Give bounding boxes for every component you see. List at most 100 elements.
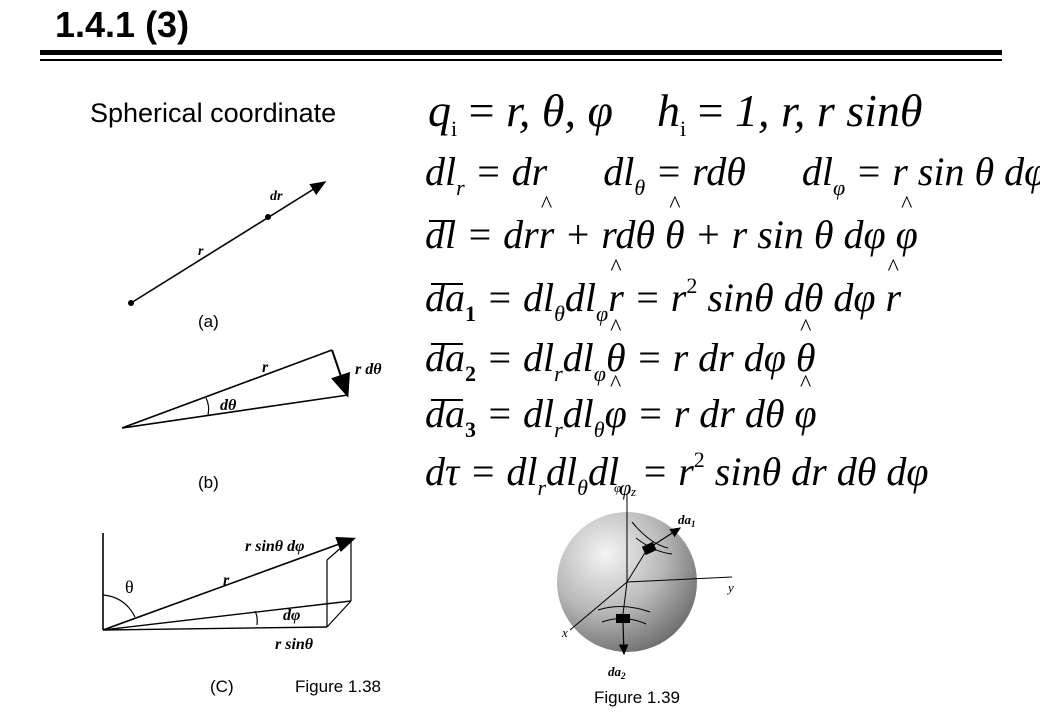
eq-dtau-sup: 2	[693, 447, 705, 472]
eq-dtau-p4: = r	[631, 449, 694, 494]
fig-c-dphi-label: dφ	[283, 607, 300, 624]
eq-da2-p2: dl	[562, 335, 594, 380]
sphere-da2-label: da2	[608, 664, 626, 681]
sphere-y-label: y	[726, 580, 734, 595]
sphere-da1-label: da1	[678, 512, 696, 529]
eq-h-values: 1, r, r sinθ	[735, 85, 923, 136]
sphere-y-axis	[626, 576, 733, 583]
figure-139-caption: Figure 1.39	[594, 688, 680, 707]
eq-da3-p2: dl	[562, 391, 594, 436]
title-rule-thin	[40, 59, 1002, 61]
eq-dlr: dl	[425, 149, 457, 194]
eq-dlp-rhs: = r sin θ dφ	[845, 149, 1040, 194]
eq-dlp: dl	[801, 149, 834, 194]
eq-dlvec-lhs: dl	[425, 212, 457, 257]
fig-a-r-label: r	[198, 244, 204, 259]
title-rule-thick	[40, 50, 1002, 55]
equation-da2: da2 = dlrdlφθ = r dr dφ θ	[425, 316, 816, 386]
fig-b-rdtheta-label: r dθ	[355, 361, 382, 378]
sphere-x-axis	[569, 581, 628, 631]
figure-a-diagram: dr r	[128, 181, 327, 306]
fig-c-r-label: r	[223, 572, 230, 589]
eq-dlt-sub: θ	[634, 175, 646, 200]
fig-c-r-vector	[102, 536, 357, 631]
eq-da1-rhat: r	[608, 256, 624, 318]
eq-da2-s1: r	[554, 361, 563, 386]
sphere-patch-da2	[616, 614, 630, 623]
eq-da2-sub: 2	[465, 361, 476, 386]
eq-q: q	[428, 85, 451, 136]
eq-dtau-p2: dl	[546, 449, 578, 494]
eq-da3-p1: = dl	[476, 391, 555, 436]
eq-da2-s2: φ	[593, 361, 606, 386]
eq-h: h	[656, 85, 680, 136]
eq-da1-rhat2: r	[885, 256, 901, 318]
equation-da3: da3 = dlrdlθφ = r dr dθ φ	[425, 372, 817, 442]
fig-b-r-label: r	[262, 359, 269, 376]
sphere-phi-label: φ	[614, 482, 621, 495]
figure-c-caption: (C)	[210, 677, 234, 696]
fig-c-theta-label: θ	[125, 577, 134, 597]
slide-title: 1.4.1 (3)	[55, 4, 190, 45]
fig-a-mid-point	[265, 214, 271, 220]
eq-dlt: dl	[603, 149, 635, 194]
sphere-da1-arrow	[648, 527, 682, 549]
eq-da1-p1: = dl	[476, 275, 555, 320]
section-subtitle: Spherical coordinate	[90, 98, 337, 128]
eq-dlr-rhs: = dr	[464, 149, 548, 194]
eq-h-sub: i	[679, 116, 687, 141]
fig-b-upper-line	[121, 349, 333, 429]
fig-a-vector-line	[130, 181, 327, 304]
equation-dtau: dτ = dlrdlθdlφ = r2 sinθ dr dθ dφ	[425, 449, 928, 499]
fig-c-base-line	[102, 626, 328, 631]
fig-b-angle-arc	[205, 397, 210, 416]
eq-da1-sub: 1	[465, 301, 476, 326]
fig-c-phi-arc	[254, 610, 258, 626]
eq-dtau-s1: r	[537, 475, 546, 500]
eq-da1-p4: sinθ dθ dφ	[697, 275, 886, 320]
fig-c-rsin-label: r sinθ	[275, 636, 314, 653]
eq-dlr-sub: r	[456, 175, 465, 200]
eq-da3-sub: 3	[465, 417, 476, 442]
fig-b-dtheta-label: dθ	[220, 397, 237, 414]
fig-b-lower-line	[121, 394, 349, 429]
fig-c-theta-arc	[102, 594, 136, 618]
eq-q-sub: i	[451, 116, 458, 141]
eq-da1-p3: = r	[623, 275, 687, 320]
eq-da1-s1: θ	[554, 301, 565, 326]
fig-c-rsin-line	[102, 600, 352, 631]
figure-138-caption: Figure 1.38	[295, 677, 381, 696]
eq-da3-phihat2: φ	[795, 372, 817, 434]
figure-139-sphere: z φ da1 y x da2	[557, 482, 734, 681]
eq-dlvec-p1: = dr	[456, 212, 539, 257]
eq-da2-thetahat2: θ	[796, 316, 816, 378]
figure-b-diagram: r r dθ dθ	[121, 349, 382, 429]
figure-c-diagram: r sinθ dφ r θ dφ r sinθ	[102, 533, 357, 653]
eq-dlvec-p2: + rdθ	[554, 212, 665, 257]
sphere-arc-1	[631, 521, 669, 549]
eq-da2-thetahat: θ	[606, 316, 626, 378]
eq-eq1: =	[457, 85, 507, 136]
eq-dlt-rhs: = rdθ	[645, 149, 746, 194]
eq-dlp-sub: φ	[833, 175, 846, 200]
sphere-x-label: x	[561, 625, 568, 640]
eq-dlvec-thetahat: θ	[665, 193, 685, 255]
eq-da1-lhs: da	[425, 275, 465, 320]
sphere-da2-arrow	[618, 621, 629, 656]
fig-c-side-bottom	[326, 600, 352, 628]
sphere-z-label: z	[630, 484, 636, 499]
eq-da3-p3: = r dr dθ	[626, 391, 795, 436]
eq-dtau-p1: = dl	[459, 449, 538, 494]
equation-da1: da1 = dlθdlφr = r2 sinθ dθ dφ r	[425, 256, 901, 326]
sphere-r-upper	[626, 547, 649, 583]
eq-da3-s1: r	[554, 417, 563, 442]
eq-da2-lhs: da	[425, 335, 465, 380]
eq-dlvec-phihat: φ	[896, 193, 918, 255]
eq-dlvec-p3: + r sin θ dφ	[684, 212, 896, 257]
eq-eq2: =	[686, 85, 736, 136]
sphere-arc-3	[597, 606, 651, 613]
eq-dtau-p5: sinθ dr dθ dφ	[704, 449, 929, 494]
eq-dtau-s3: φ	[619, 475, 632, 500]
